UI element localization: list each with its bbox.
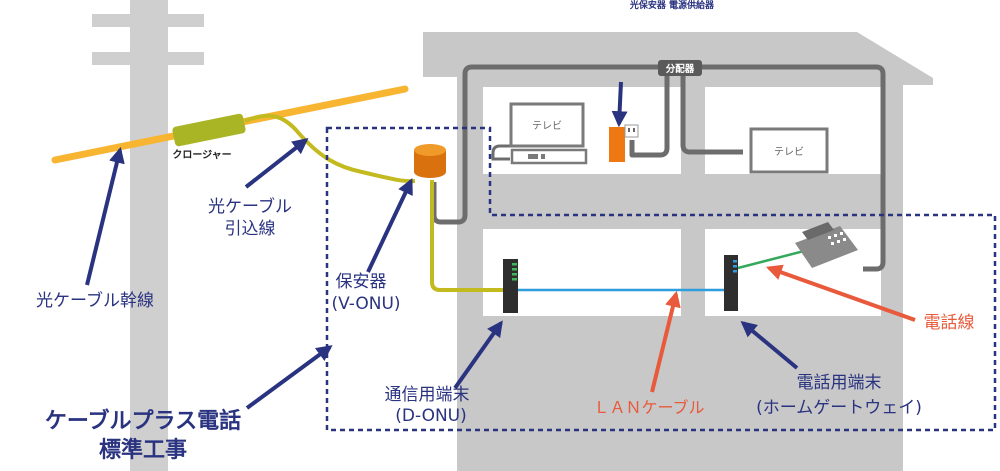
arrow-main-line [85, 146, 125, 286]
phone-line-label: 電話線 [924, 313, 975, 333]
d-onu-label-2: (D-ONU) [395, 406, 467, 426]
power-supply-label: 光保安器 電源供給器 [629, 0, 715, 11]
gateway-label-1: 電話用端末 [797, 373, 882, 393]
title-line-1: ケーブルプラス電話 [45, 408, 241, 434]
tv2-label: テレビ [774, 146, 804, 158]
closure-device [172, 113, 246, 147]
red-arrows [650, 264, 916, 393]
protector-v-onu [414, 144, 446, 178]
tv1: テレビ [509, 102, 588, 165]
arrow-phone-line [765, 264, 916, 322]
arrow-scope [245, 345, 333, 410]
drop-line-label-1: 光ケーブル [208, 196, 292, 217]
d-onu-device [503, 259, 518, 313]
home-gateway-device [724, 255, 738, 311]
utility-pole [92, 0, 204, 471]
scope-outline [325, 126, 997, 432]
d-onu-label-1: 通信用端末 [385, 385, 470, 405]
tv1-cable [491, 144, 510, 161]
tv2: テレビ [749, 127, 829, 174]
splitter-device [658, 60, 702, 76]
arrow-gateway [740, 320, 799, 370]
main-line-label: 光ケーブル幹線 [36, 290, 154, 311]
coax-cabling [431, 64, 886, 272]
arrow-power-supply [611, 81, 628, 128]
title-line-2: 標準工事 [99, 437, 187, 463]
gateway-label-2: (ホームゲートウェイ) [756, 398, 922, 418]
splitter-label: 分配器 [666, 63, 695, 75]
lan-label: ＬＡＮケーブル [593, 398, 704, 417]
tv1-label: テレビ [532, 120, 562, 132]
phone-line-cable [737, 248, 809, 270]
fiber-drop-line [244, 113, 416, 184]
drop-line-label-2: 引込線 [225, 219, 276, 239]
arrow-d-onu [453, 320, 503, 390]
power-supply-unit [609, 124, 639, 162]
arrow-drop-line [244, 138, 309, 189]
protector-label-1: 保安器 [336, 272, 387, 292]
arrow-protector [366, 178, 413, 273]
closure-label: クロージャー [172, 149, 231, 161]
navy-arrows [85, 81, 799, 410]
telephone [795, 222, 858, 268]
fiber-to-d-onu [430, 180, 503, 292]
arrow-lan [650, 290, 681, 393]
protector-label-2: (V-ONU) [331, 294, 400, 314]
tv1-tuner [510, 148, 588, 165]
